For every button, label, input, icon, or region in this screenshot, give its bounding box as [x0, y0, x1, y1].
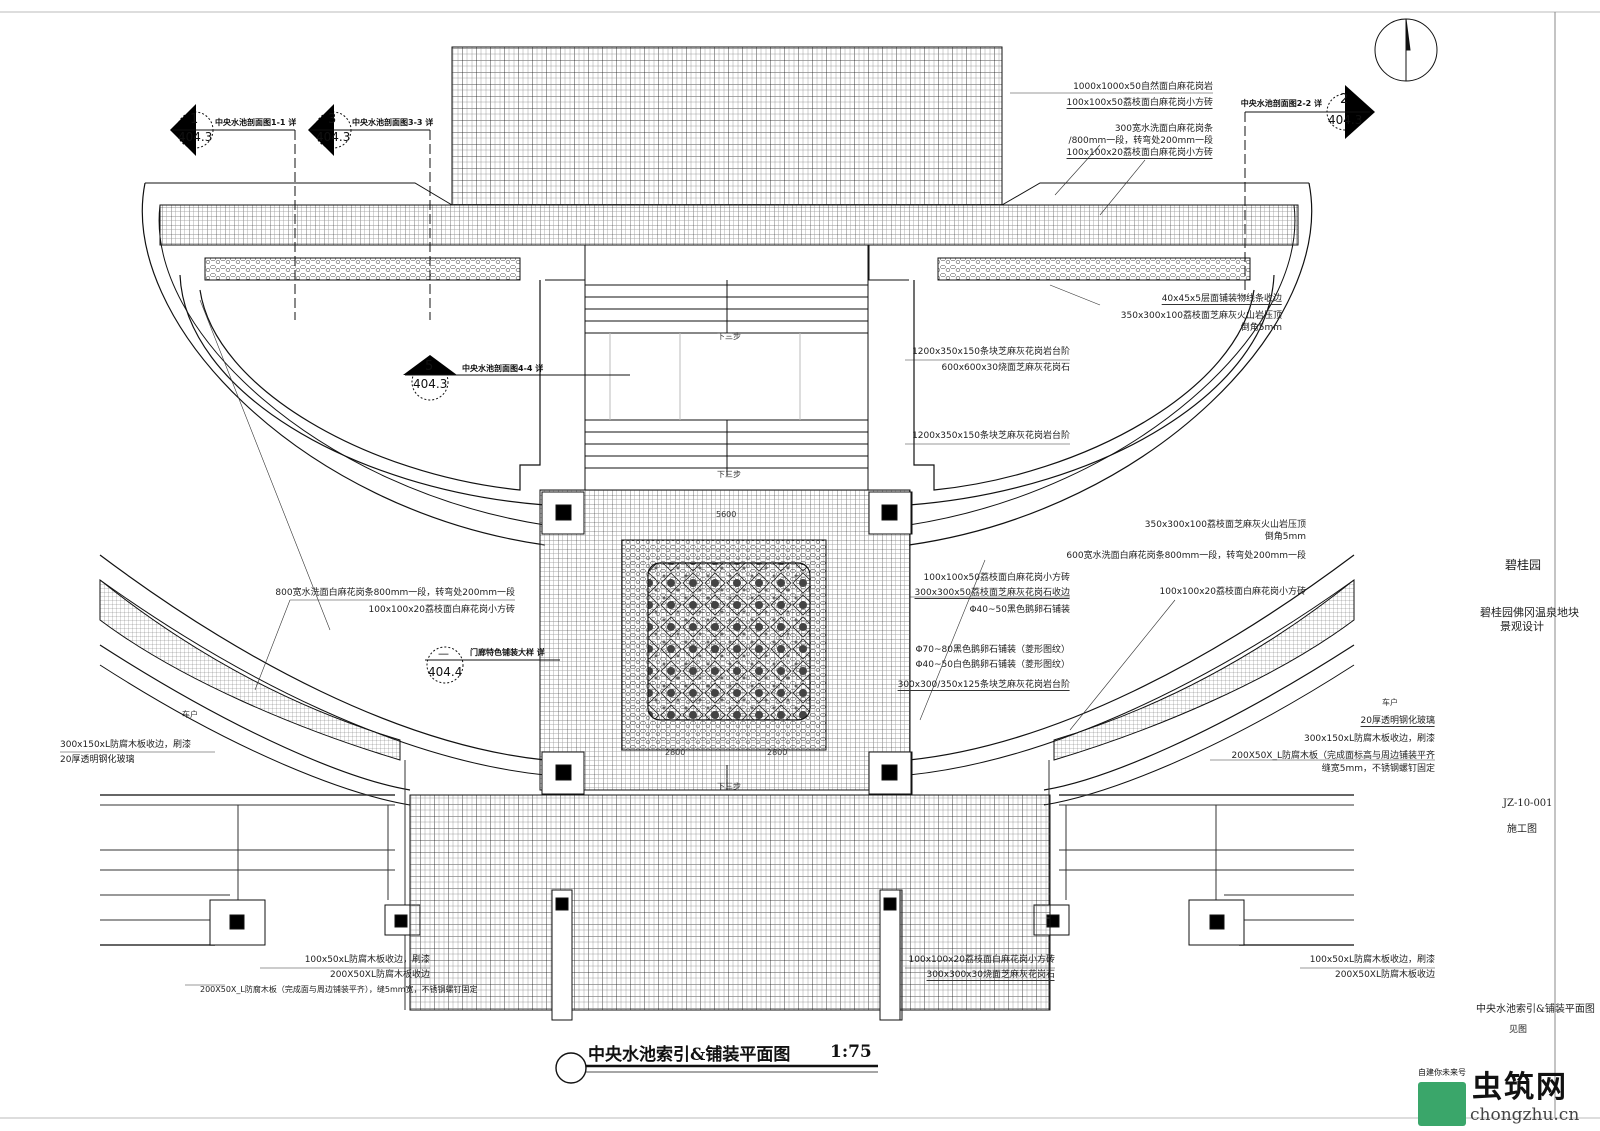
sheet-frame — [0, 11, 1600, 1119]
sheet-name: 中央水池索引&铺装平面图 — [1476, 1004, 1595, 1015]
material-label: 20厚透明钢化玻璃 — [60, 755, 135, 765]
material-label: 倒角5mm — [1240, 323, 1282, 333]
detail-number: — — [438, 647, 449, 660]
material-label: /800mm一段，转弯处200mm一段 — [1068, 136, 1213, 146]
wing-band-paving — [159, 204, 1299, 246]
material-label: 20厚透明钢化玻璃 — [1360, 716, 1435, 727]
pool-diamond-pattern — [647, 562, 811, 721]
step-note: 下三步 — [717, 332, 741, 341]
material-label: 300x300x50荔枝面芝麻灰花岗石收边 — [914, 588, 1070, 599]
material-label: 40x45x5层面铺装物线条收边 — [1161, 294, 1282, 305]
material-label: 350x300x100荔枝面芝麻灰火山岩压顶 — [1120, 311, 1282, 321]
watermark-slogan: 自建你未来号 — [1418, 1068, 1466, 1077]
material-label: 600宽水洗面白麻花岗条800mm一段，转弯处200mm一段 — [1066, 551, 1306, 561]
dimension-left: 2800 — [665, 748, 686, 757]
material-label: 1200x350x150条块芝麻灰花岗岩台阶 — [912, 431, 1070, 441]
material-label: 100x100x20荔枝面白麻花岗小方砖 — [1066, 148, 1213, 159]
client-name: 碧桂园 — [1505, 558, 1542, 572]
project-subtitle: 景观设计 — [1500, 620, 1544, 633]
section-1-ref: 404.3 — [178, 130, 213, 144]
material-label: 300x150xL防腐木板收边，刷漆 — [60, 740, 192, 750]
drawing-title: 中央水池索引&铺装平面图 — [588, 1045, 791, 1065]
pillar-icon — [541, 491, 912, 795]
project-name: 碧桂园佛冈温泉地块 — [1480, 606, 1579, 619]
section-5-number: 5 — [425, 359, 434, 374]
material-label: 100x100x50荔枝面白麻花岗小方砖 — [923, 573, 1070, 583]
drawing-title-symbol — [555, 1052, 878, 1084]
material-label: 300宽水洗面白麻花岗条 — [1114, 124, 1213, 134]
material-label: 200X50X_L防腐木板（完成面与周边铺装平齐），缝5mm宽，不锈钢螺钉固定 — [200, 985, 478, 994]
section-1-link[interactable]: 中央水池剖面图1-1 详 — [215, 118, 297, 127]
material-label: 100x50xL防腐木板收边，刷漆 — [304, 955, 430, 965]
material-label: 800宽水洗面白麻花岗条800mm一段，转弯处200mm一段 — [275, 588, 515, 598]
material-label: 350x300x100荔枝面芝麻灰火山岩压顶 — [1144, 520, 1306, 530]
step-note: 下三步 — [717, 782, 741, 791]
detail-link[interactable]: 门廊特色铺装大样 详 — [470, 648, 545, 657]
dimension-overall: 5600 — [716, 510, 737, 519]
pebble-strip-right — [937, 257, 1251, 281]
material-label: 倒角5mm — [1264, 532, 1306, 542]
material-label: 300x300x30烧面芝麻灰花岗石 — [926, 970, 1055, 981]
material-label: 100x100x20荔枝面白麻花岗小方砖 — [908, 955, 1055, 965]
section-2-link[interactable]: 中央水池剖面图2-2 详 — [1240, 99, 1322, 108]
watermark-url: chongzhu.cn — [1470, 1105, 1580, 1125]
section-3-link[interactable]: 中央水池剖面图3-3 详 — [352, 118, 434, 127]
material-label: Φ40~50白色鹅卵石铺装（菱形图纹） — [915, 660, 1070, 670]
section-marker-icons — [170, 85, 1375, 684]
material-label: 100x50xL防腐木板收边，刷漆 — [1309, 955, 1435, 965]
area-tag: 车户 — [182, 710, 198, 719]
bottom-deck-left — [100, 760, 406, 1010]
material-label: 200X50XL防腐木板收边 — [330, 970, 430, 980]
watermark-house-icon — [1418, 1082, 1466, 1126]
material-label: 1000x1000x50自然面白麻花岗岩 — [1073, 82, 1213, 92]
central-steps — [584, 244, 869, 790]
watermark-name: 虫筑网 — [1472, 1070, 1568, 1105]
top-plaza-paving — [451, 46, 1003, 206]
area-tag: 车户 — [1382, 698, 1398, 707]
material-label: Φ70~80黑色鹅卵石铺装（菱形图纹） — [915, 645, 1070, 655]
north-arrow-icon — [1374, 18, 1438, 82]
drawing-number: JZ-10-001 — [1503, 798, 1553, 809]
material-label: Φ40~50黑色鹅卵石铺装 — [969, 605, 1070, 615]
section-2-ref: 404.3 — [1328, 113, 1363, 127]
section-5-ref: 404.3 — [413, 377, 448, 391]
step-note: 下三步 — [717, 470, 741, 479]
section-1-number: 1 — [190, 112, 199, 127]
drawing-scale: 1:75 — [830, 1042, 872, 1062]
drawing-stage: 施工图 — [1507, 824, 1537, 835]
section-3-ref: 404.3 — [316, 130, 351, 144]
material-label: 300x300/350x125条块芝麻灰花岗岩台阶 — [897, 680, 1070, 691]
section-4-4-link[interactable]: 中央水池剖面图4-4 详 — [462, 364, 544, 373]
detail-ref: 404.4 — [428, 665, 463, 679]
dimension-right: 2800 — [767, 748, 788, 757]
leader-lines — [60, 92, 1435, 986]
pebble-strip-left — [204, 257, 521, 281]
material-label: 200X50XL防腐木板收边 — [1335, 970, 1435, 980]
material-label: 100x100x20荔枝面白麻花岗小方砖 — [1159, 587, 1306, 597]
material-label: 100x100x20荔枝面白麻花岗小方砖 — [368, 605, 515, 615]
material-label: 缝宽5mm，不锈钢螺钉固定 — [1321, 764, 1435, 774]
section-2-number: 2 — [1340, 92, 1349, 107]
material-label: 100x100x50荔枝面白麻花岗小方砖 — [1066, 98, 1213, 109]
material-label: 200X50X_L防腐木板（完成面标高与周边铺装平齐 — [1231, 751, 1435, 761]
sheet-note: 见图 — [1509, 1025, 1528, 1035]
material-label: 1200x350x150条块芝麻灰花岗岩台阶 — [912, 347, 1070, 357]
section-3-number: 3 — [328, 112, 337, 127]
material-label: 300x150xL防腐木板收边，刷漆 — [1303, 734, 1435, 744]
bottom-plaza-paving — [409, 794, 1051, 1011]
material-label: 600x600x30烧面芝麻灰花岗石 — [941, 363, 1070, 373]
